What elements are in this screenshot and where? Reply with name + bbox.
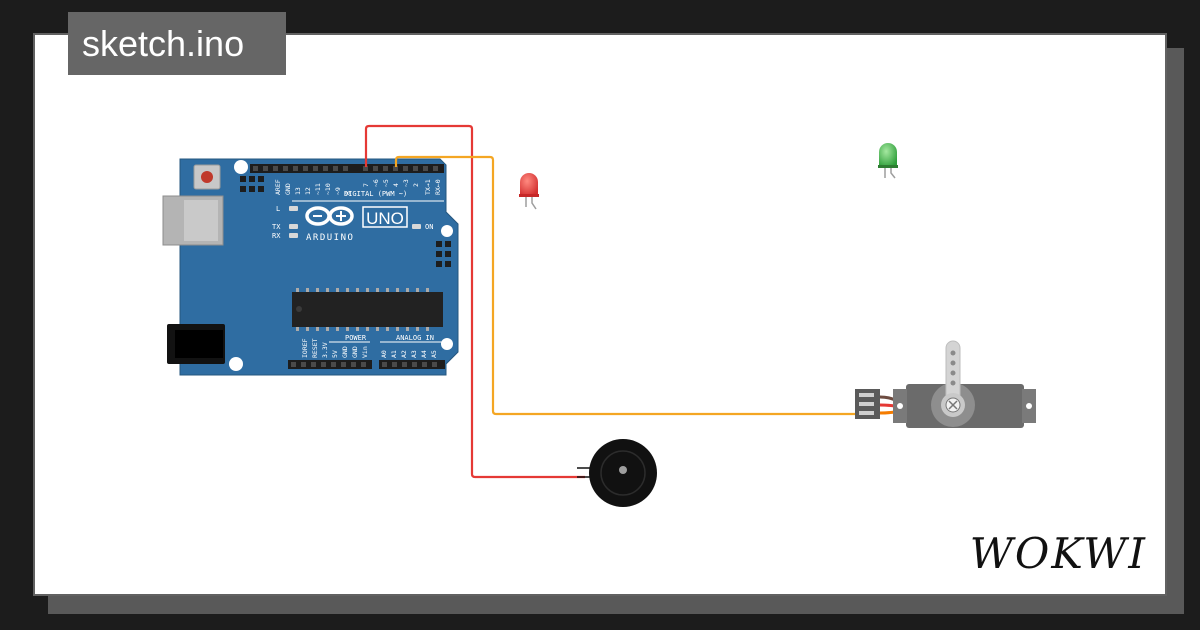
digital-pin-labels: AREF GND 13 12 ~11 ~10 ~9 8 7 ~6 ~5 4 ~3… — [274, 179, 442, 195]
pin-label: A0 — [380, 350, 388, 358]
servo-horn-hole — [950, 370, 956, 376]
board-model-label: UNO — [366, 209, 404, 228]
red-led-rim — [519, 194, 539, 197]
red-led-dome — [520, 173, 538, 196]
servo-horn-hole — [950, 380, 956, 386]
red-led[interactable] — [519, 173, 539, 210]
servo-mount-hole — [897, 403, 903, 409]
digital-header-pins[interactable] — [253, 166, 438, 171]
mounting-hole — [441, 225, 453, 237]
green-led-dome — [879, 143, 897, 167]
wire-red-buzzer[interactable] — [364, 124, 585, 479]
analog-pin-labels: A0 A1 A2 A3 A4 A5 — [380, 350, 438, 358]
servo-motor[interactable] — [855, 340, 1036, 428]
usb-connector-inner — [184, 200, 218, 241]
pin-label: TX→1 — [424, 179, 432, 195]
chip-notch — [296, 306, 302, 312]
pin-label: GND — [284, 183, 292, 195]
buzzer-ring — [600, 450, 646, 496]
led-l-label: L — [276, 205, 280, 213]
board-brand-label: ARDUINO — [306, 233, 354, 243]
digital-header-label: DIGITAL (PWM ~) — [344, 190, 407, 198]
pin-label: A5 — [430, 350, 438, 358]
mounting-hole — [229, 357, 243, 371]
analog-header-label: ANALOG IN — [396, 334, 434, 342]
led-tx-indicator — [289, 224, 298, 229]
atmega-chip — [292, 292, 443, 327]
pin-label: 2 — [412, 183, 420, 187]
arduino-logo-icon — [305, 206, 354, 226]
pin-label: 8 — [344, 191, 352, 195]
servo-horn-hole — [950, 360, 956, 366]
pin-label: A3 — [410, 350, 418, 358]
pin-label: A4 — [420, 350, 428, 358]
reset-button-cap[interactable] — [201, 171, 213, 183]
pin-label: ~5 — [382, 179, 390, 187]
green-led-rim — [878, 165, 898, 168]
pin-label: ~11 — [314, 183, 322, 195]
icsp-header — [240, 176, 264, 192]
pin-label: 7 — [362, 183, 370, 187]
project-title: sketch.ino — [82, 23, 245, 64]
analog-header-pins[interactable] — [382, 362, 437, 367]
servo-mount-hole — [1026, 403, 1032, 409]
buzzer-hole — [619, 466, 627, 474]
led-leg — [890, 167, 896, 179]
pin-label: RX←0 — [434, 179, 442, 195]
arduino-uno-board[interactable]: AREF GND 13 12 ~11 ~10 ~9 8 7 ~6 ~5 4 ~3… — [162, 158, 459, 376]
pin-label: GND — [341, 346, 349, 358]
green-led[interactable] — [878, 143, 898, 179]
chip-pins — [296, 288, 429, 331]
pin-label: A2 — [400, 350, 408, 358]
pin-label: Vin — [361, 346, 369, 358]
arduino-logo-symbols — [313, 211, 346, 221]
pin-label: 12 — [304, 187, 312, 195]
pin-label: ~10 — [324, 183, 332, 195]
servo-connector-pins — [859, 393, 874, 415]
uno-label-box — [362, 206, 408, 228]
led-tx-label: TX — [272, 223, 281, 231]
led-rx-indicator — [289, 233, 298, 238]
project-title-tab[interactable]: sketch.ino — [68, 12, 286, 75]
pin-label: IOREF — [301, 338, 309, 358]
led-rx-label: RX — [272, 232, 281, 240]
pin-label: A1 — [390, 350, 398, 358]
pin-label: GND — [351, 346, 359, 358]
servo-screw-cross-icon — [948, 400, 958, 410]
power-header-pins[interactable] — [291, 362, 366, 367]
wokwi-logo: WOKWI — [970, 529, 1147, 578]
wire-orange-servo[interactable] — [394, 155, 858, 416]
pin-label: 4 — [392, 183, 400, 187]
pin-label: ~3 — [402, 179, 410, 187]
mounting-hole — [234, 160, 248, 174]
pin-label: 5V — [331, 350, 339, 358]
servo-horn-hole — [950, 350, 956, 356]
pin-label: ~9 — [334, 187, 342, 195]
icsp2-header — [436, 241, 451, 267]
led-on-label: ON — [425, 223, 433, 231]
piezo-buzzer[interactable] — [577, 439, 657, 507]
led-on-indicator — [412, 224, 421, 229]
pin-label: ~6 — [372, 179, 380, 187]
led-leg — [531, 196, 537, 210]
pin-label: RESET — [311, 338, 319, 358]
power-header-label: POWER — [345, 334, 367, 342]
pin-label: 13 — [294, 187, 302, 195]
power-jack-inner — [175, 330, 223, 358]
power-pin-labels: IOREF RESET 3.3V 5V GND GND Vin — [301, 338, 369, 358]
mounting-hole — [441, 338, 453, 350]
pin-label: AREF — [274, 179, 282, 195]
pin-label: 3.3V — [321, 342, 329, 358]
power-header — [288, 360, 372, 369]
led-l-indicator — [289, 206, 298, 211]
